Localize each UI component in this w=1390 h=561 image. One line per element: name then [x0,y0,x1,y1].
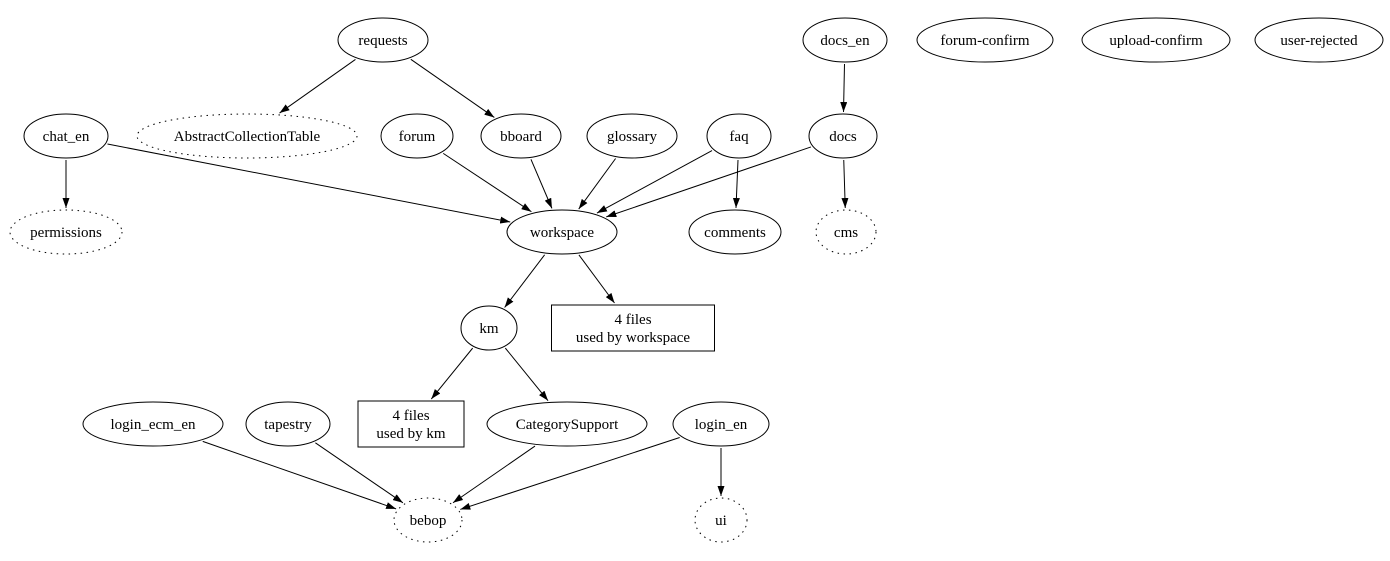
node-label: km [479,321,499,337]
node-label: forum-confirm [940,33,1029,49]
node-workspace: workspace [506,209,618,255]
node-label: ui [715,513,727,529]
node-faq: faq [706,113,772,159]
node-label: bboard [500,129,542,145]
edge-CategorySupport-to-bebop [452,445,536,504]
node-chat_en: chat_en [23,113,109,159]
node-label: requests [358,33,407,49]
edge-glossary-to-workspace [578,158,617,210]
edge-km-to-CategorySupport [504,347,549,401]
node-user-rejected: user-rejected [1254,17,1384,63]
node-label: cms [834,225,858,241]
edge-workspace-to-files_workspace [578,254,615,304]
node-label: CategorySupport [516,417,619,433]
ellipse-shape [460,305,518,351]
node-label: AbstractCollectionTable [174,129,321,145]
box-shape [357,400,465,448]
node-CategorySupport: CategorySupport [486,401,648,447]
edge-km-to-files_km [430,347,474,400]
ellipse-shape [136,113,358,159]
edge-forum-to-workspace [442,152,532,213]
ellipse-shape [393,497,463,543]
ellipse-shape [916,17,1054,63]
ellipse-shape [688,209,782,255]
node-km: km [460,305,518,351]
edge-docs_en-to-docs [840,63,848,113]
ellipse-shape [808,113,878,159]
ellipse-shape [9,209,123,255]
ellipse-shape [506,209,618,255]
ellipse-shape [480,113,562,159]
node-docs: docs [808,113,878,159]
ellipse-shape [672,401,770,447]
edge-requests-to-bboard [410,58,495,118]
node-upload-confirm: upload-confirm [1081,17,1231,63]
ellipse-shape [586,113,678,159]
node-label: upload-confirm [1109,33,1203,49]
node-label: docs [829,129,857,145]
ellipse-shape [337,17,429,63]
ellipse-shape [23,113,109,159]
node-glossary: glossary [586,113,678,159]
node-label: permissions [30,225,102,241]
node-tapestry: tapestry [245,401,331,447]
node-cms: cms [815,209,877,255]
node-requests: requests [337,17,429,63]
node-label: faq [729,129,749,145]
ellipse-shape [802,17,888,63]
edge-workspace-to-km [504,254,546,308]
ellipse-shape [694,497,748,543]
node-label: chat_en [43,129,90,145]
edge-docs-to-workspace [606,146,812,218]
node-bboard: bboard [480,113,562,159]
ellipse-shape [815,209,877,255]
ellipse-shape [1254,17,1384,63]
node-label: user-rejected [1280,33,1358,49]
node-bebop: bebop [393,497,463,543]
ellipse-shape [245,401,331,447]
node-label: bebop [410,513,447,529]
ellipse-shape [486,401,648,447]
node-label: docs_en [820,33,870,49]
node-ui: ui [694,497,748,543]
edge-tapestry-to-bebop [315,442,404,504]
box-shape [551,304,715,352]
node-forum-confirm: forum-confirm [916,17,1054,63]
edge-bboard-to-workspace [530,159,553,209]
ellipse-shape [706,113,772,159]
node-label: login_ecm_en [111,417,196,433]
node-label: workspace [530,225,594,241]
edge-login_ecm_en-to-bebop [202,440,397,510]
edge-docs-to-cms [841,159,849,209]
edge-login_en-to-bebop [460,437,680,510]
node-docs_en: docs_en [802,17,888,63]
ellipse-shape [380,113,454,159]
node-login_ecm_en: login_ecm_en [82,401,224,447]
node-label: forum [399,129,436,145]
node-permissions: permissions [9,209,123,255]
node-label: glossary [607,129,657,145]
edge-faq-to-comments [732,159,740,209]
node-AbstractCollectionTable: AbstractCollectionTable [136,113,358,159]
node-forum: forum [380,113,454,159]
edge-requests-to-AbstractCollectionTable [279,59,356,114]
edge-faq-to-workspace [596,150,713,214]
node-label: login_en [695,417,748,433]
node-label: comments [704,225,766,241]
ellipse-shape [1081,17,1231,63]
ellipse-shape [82,401,224,447]
edge-chat_en-to-workspace [107,143,511,224]
node-label: tapestry [264,417,312,433]
node-comments: comments [688,209,782,255]
node-login_en: login_en [672,401,770,447]
